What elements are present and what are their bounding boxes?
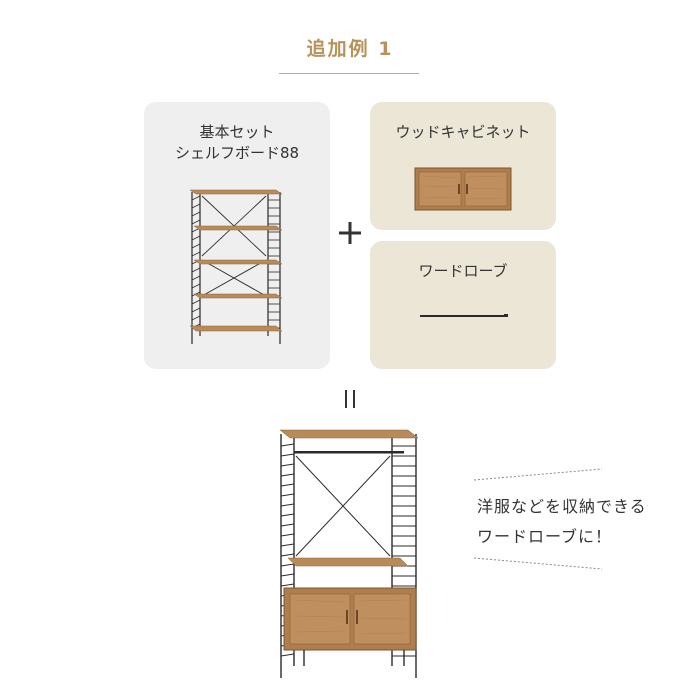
plus-icon	[339, 222, 361, 244]
equals-icon	[345, 390, 355, 408]
note-dotted-top	[473, 468, 603, 481]
note-dotted-bottom	[473, 557, 603, 570]
basic-set-card: 基本セット シェルフボード88	[144, 102, 330, 369]
page-title: 追加例 1	[306, 38, 394, 60]
shelf-unit-image	[189, 189, 283, 344]
wardrobe-label: ワードローブ	[418, 262, 508, 280]
title-underline	[279, 73, 419, 74]
note-text: 洋服などを収納できる ワードローブに！	[477, 492, 692, 552]
result-shelf-image	[279, 429, 419, 678]
basic-set-label-line2: シェルフボード88	[174, 144, 300, 162]
wood-cabinet-card: ウッドキャビネット	[370, 102, 556, 230]
cabinet-image	[414, 167, 512, 211]
note-line1: 洋服などを収納できる	[477, 497, 647, 516]
wardrobe-card: ワードローブ	[370, 241, 556, 369]
wardrobe-rod-image	[420, 314, 508, 317]
note-line2: ワードローブに！	[477, 527, 613, 546]
wood-cabinet-label: ウッドキャビネット	[395, 123, 531, 141]
basic-set-label-line1: 基本セット	[199, 123, 275, 141]
